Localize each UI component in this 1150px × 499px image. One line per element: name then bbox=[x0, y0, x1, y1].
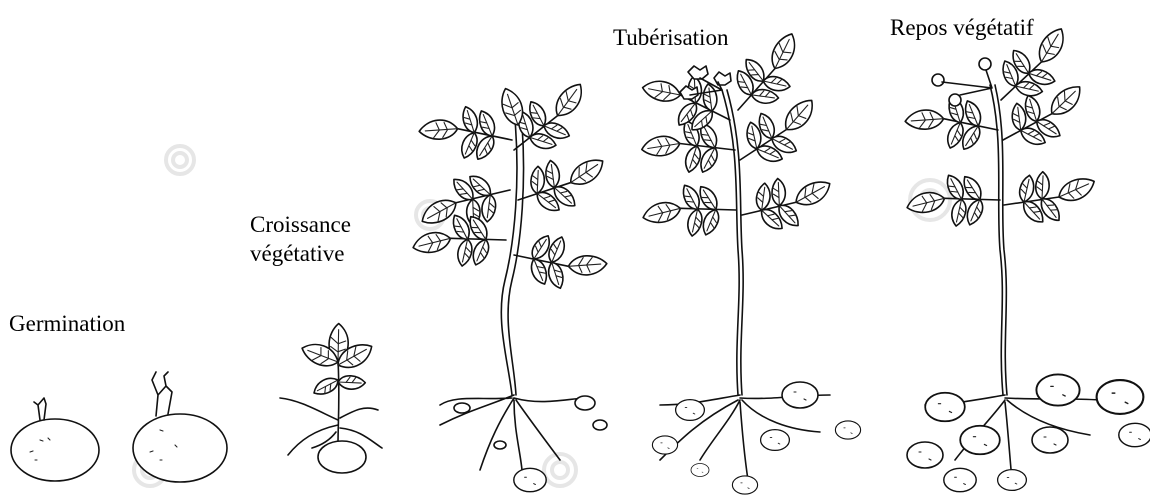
growing-plant bbox=[408, 74, 614, 492]
stage-label-repos: Repos végétatif bbox=[890, 13, 1034, 42]
stage-label-tuberisation: Tubérisation bbox=[613, 23, 728, 52]
germination-tuber-2 bbox=[133, 372, 227, 482]
germination-tuber-1 bbox=[11, 398, 99, 481]
stage-label-croissance-line2: végétative bbox=[250, 239, 351, 268]
berry-cluster bbox=[932, 58, 992, 106]
tuberization-plant bbox=[634, 24, 861, 494]
stage-label-croissance-line1: Croissance bbox=[250, 210, 351, 239]
stage-label-croissance: Croissance végétative bbox=[250, 210, 351, 268]
stage-label-germination: Germination bbox=[9, 309, 125, 338]
seedling-plant bbox=[280, 322, 382, 473]
dormant-plant bbox=[898, 18, 1150, 491]
